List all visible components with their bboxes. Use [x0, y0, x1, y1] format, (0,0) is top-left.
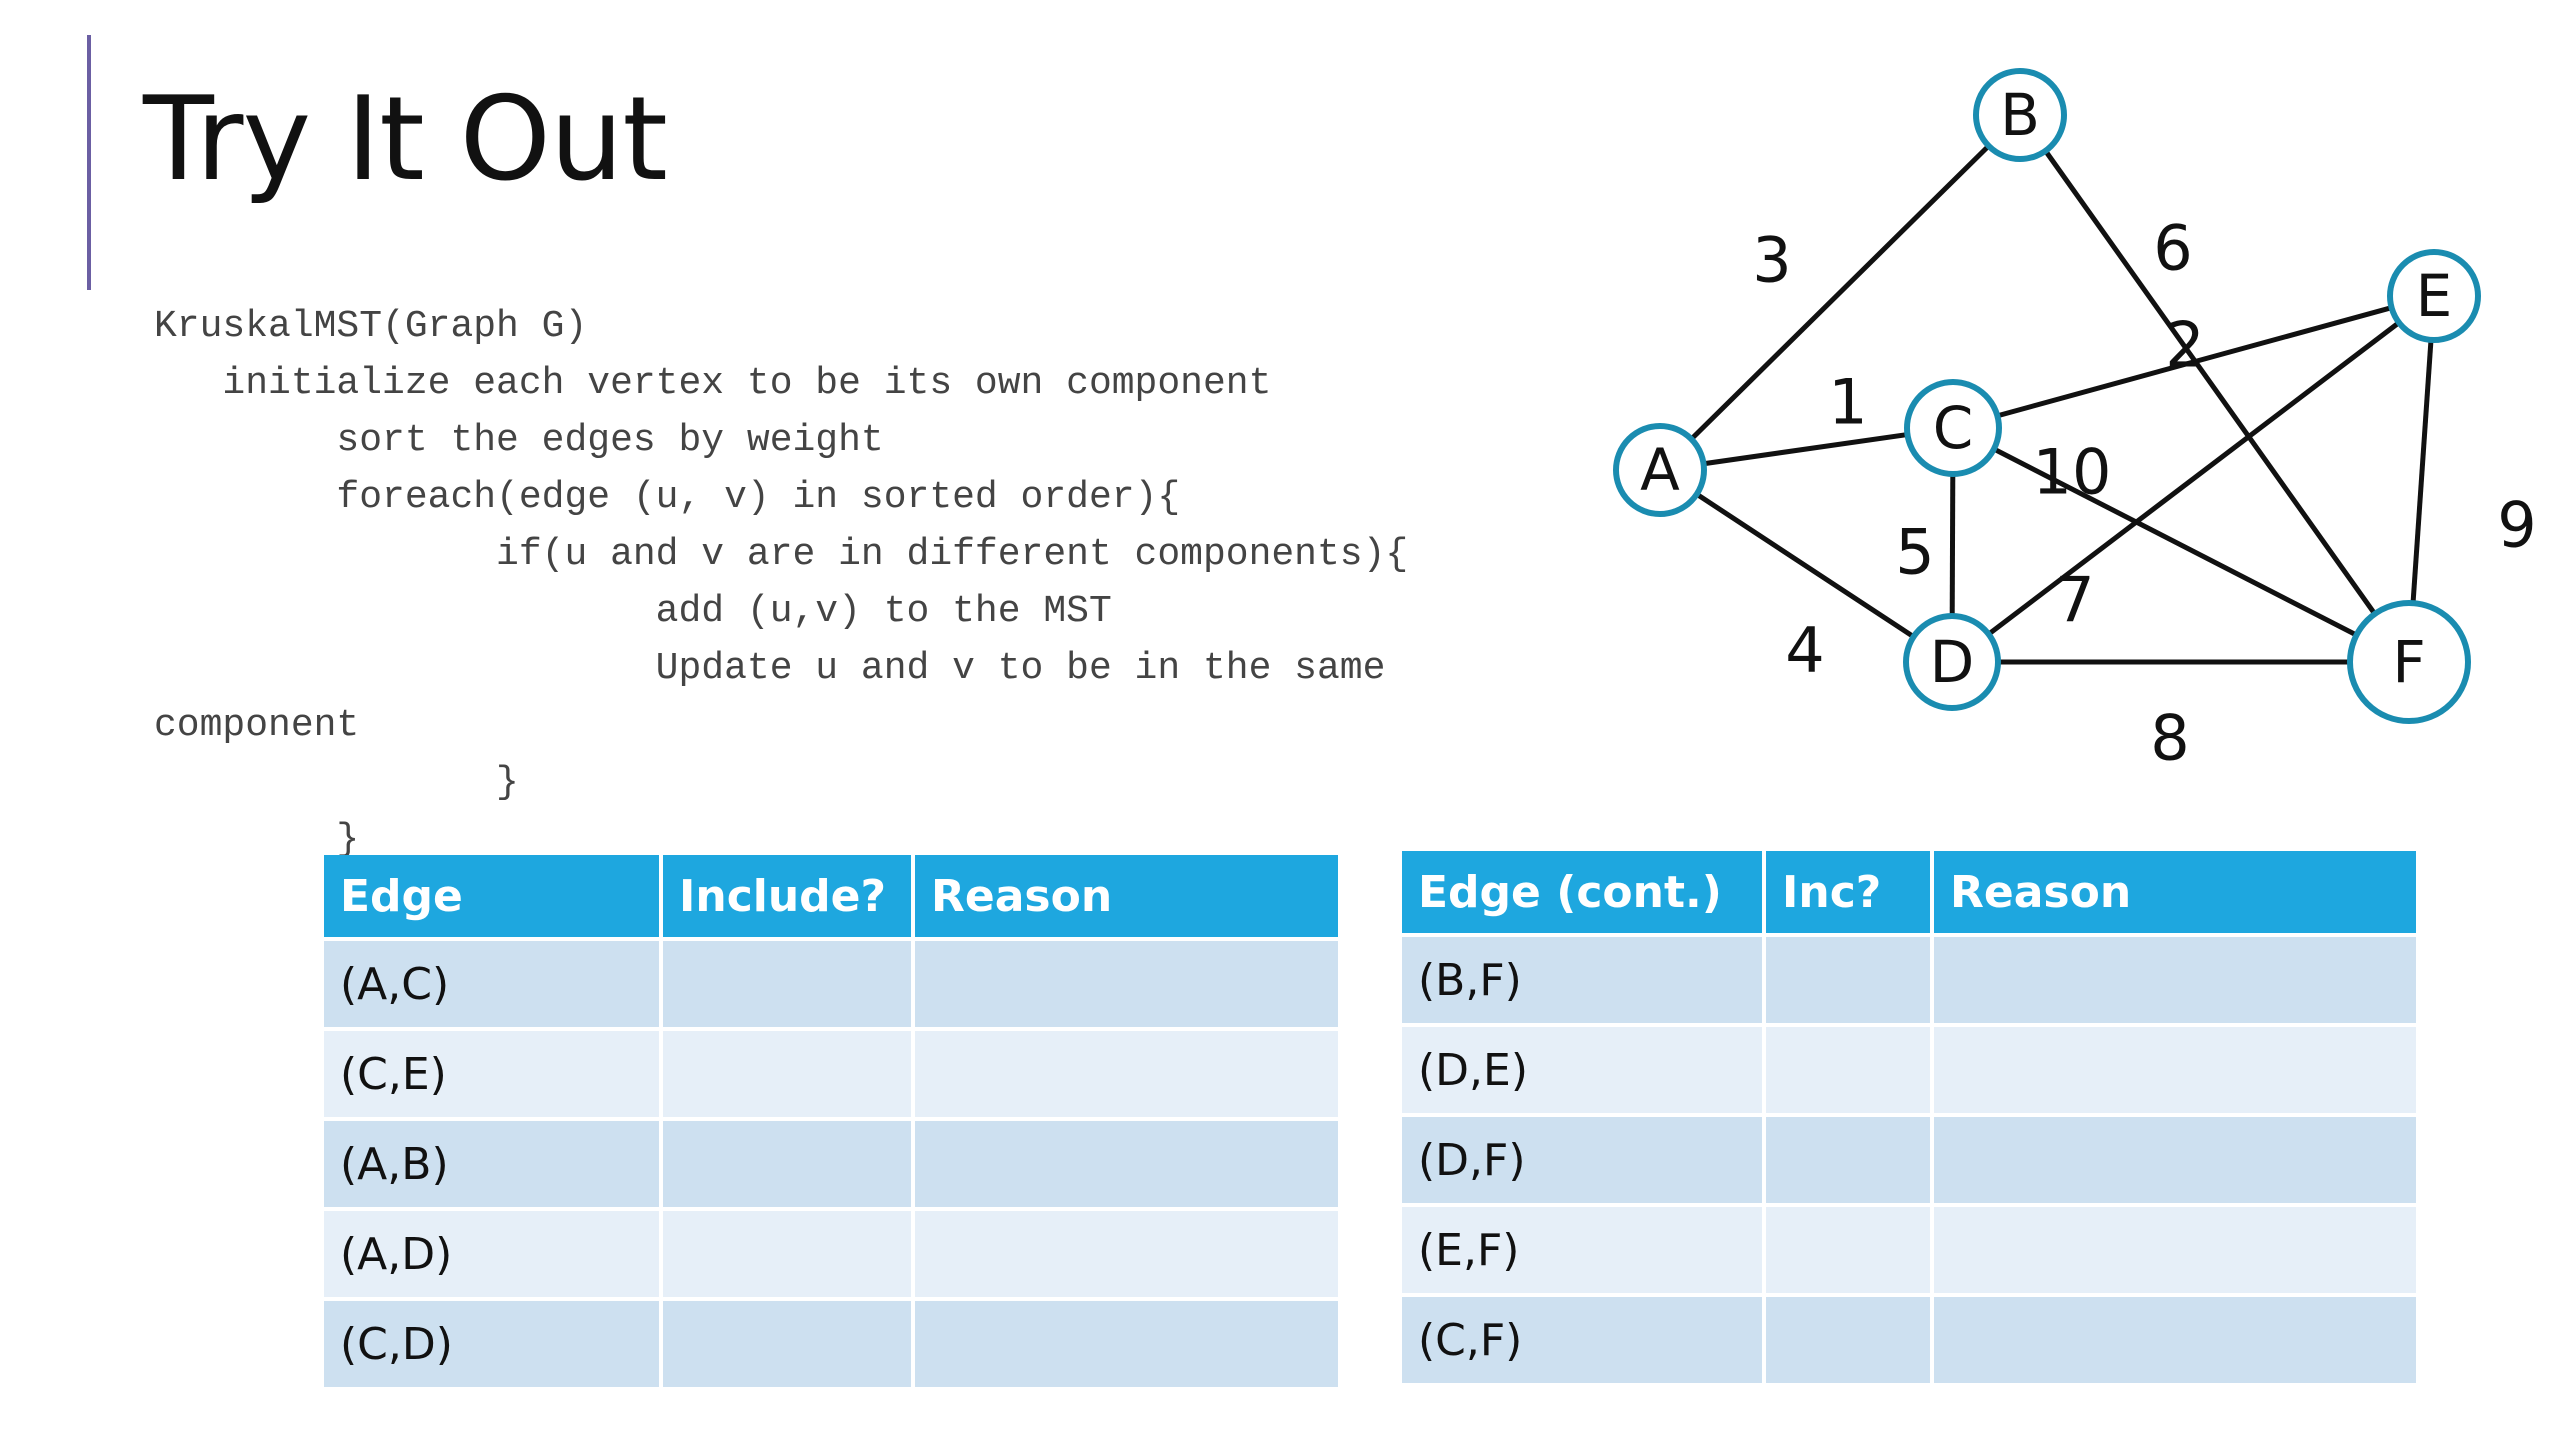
code-line: if(u and v are in different components){	[154, 533, 1409, 576]
graph-node-c	[1904, 379, 2002, 477]
table-header-row: Edge Include? Reason	[324, 855, 1338, 937]
reason-cell[interactable]	[915, 1211, 1338, 1297]
table-row: (E,F)	[1402, 1207, 2416, 1293]
edge-weight-label: 10	[2033, 436, 2112, 509]
table-row: (A,D)	[324, 1211, 1338, 1297]
code-line: }	[154, 761, 519, 804]
code-line: add (u,v) to the MST	[154, 590, 1112, 633]
edge-table-right: Edge (cont.) Inc? Reason (B,F) (D,E) (D,…	[1398, 847, 2420, 1387]
include-cell[interactable]	[663, 1121, 911, 1207]
edge-cell: (C,E)	[324, 1031, 659, 1117]
node-label: B	[2000, 81, 2040, 149]
table-row: (D,F)	[1402, 1117, 2416, 1203]
reason-cell[interactable]	[1934, 1027, 2416, 1113]
node-label: D	[1930, 628, 1975, 696]
include-cell[interactable]	[1766, 937, 1930, 1023]
include-cell[interactable]	[1766, 1117, 1930, 1203]
edge-weight-label: 7	[2055, 564, 2094, 637]
edge-weight-label: 5	[1895, 516, 1934, 589]
reason-cell[interactable]	[915, 1301, 1338, 1387]
pseudocode-block: KruskalMST(Graph G) initialize each vert…	[154, 298, 1408, 868]
reason-cell[interactable]	[1934, 1297, 2416, 1383]
edge-weight-label: 8	[2150, 702, 2189, 771]
table-row: (D,E)	[1402, 1027, 2416, 1113]
table-row: (C,D)	[324, 1301, 1338, 1387]
reason-cell[interactable]	[915, 941, 1338, 1027]
table-row: (A,C)	[324, 941, 1338, 1027]
table-row: (B,F)	[1402, 937, 2416, 1023]
graph-edge-d-e	[1950, 294, 2436, 664]
include-cell[interactable]	[1766, 1207, 1930, 1293]
edge-cell: (A,D)	[324, 1211, 659, 1297]
slide-title: Try It Out	[143, 72, 668, 207]
header-reason: Reason	[915, 855, 1338, 937]
node-label: C	[1933, 394, 1974, 462]
header-reason: Reason	[1934, 851, 2416, 933]
edge-cell: (D,E)	[1402, 1027, 1762, 1113]
edge-cell: (B,F)	[1402, 937, 1762, 1023]
code-line: }	[154, 818, 360, 861]
graph-edge-c-f	[1951, 425, 2411, 665]
code-line: KruskalMST(Graph G)	[154, 305, 588, 348]
title-accent-bar	[87, 35, 91, 290]
edge-cell: (E,F)	[1402, 1207, 1762, 1293]
header-edge-cont: Edge (cont.)	[1402, 851, 1762, 933]
table-header-row: Edge (cont.) Inc? Reason	[1402, 851, 2416, 933]
code-line: initialize each vertex to be its own com…	[154, 362, 1272, 405]
graph-node-e	[2387, 249, 2481, 343]
node-label: F	[2392, 628, 2425, 696]
reason-cell[interactable]	[1934, 937, 2416, 1023]
reason-cell[interactable]	[915, 1121, 1338, 1207]
node-label: A	[1640, 436, 1680, 504]
edge-cell: (C,F)	[1402, 1297, 1762, 1383]
table-row: (A,B)	[324, 1121, 1338, 1207]
graph-node-a	[1613, 423, 1707, 517]
edge-cell: (D,F)	[1402, 1117, 1762, 1203]
node-label: E	[2416, 262, 2453, 330]
code-line: component	[154, 704, 360, 747]
code-line: sort the edges by weight	[154, 419, 884, 462]
graph-node-b	[1973, 68, 2067, 162]
edge-weight-label: 9	[2497, 489, 2536, 562]
graph-edge-b-f	[2017, 113, 2412, 664]
reason-cell[interactable]	[915, 1031, 1338, 1117]
reason-cell[interactable]	[1934, 1117, 2416, 1203]
weighted-graph: 31 4 6 2 5 10 78 9 A B C D E F	[1613, 68, 2537, 771]
include-cell[interactable]	[663, 1211, 911, 1297]
edge-weight-label: 2	[2165, 309, 2204, 382]
edge-cell: (A,B)	[324, 1121, 659, 1207]
header-edge: Edge	[324, 855, 659, 937]
include-cell[interactable]	[1766, 1297, 1930, 1383]
include-cell[interactable]	[663, 1301, 911, 1387]
graph-node-f	[2347, 600, 2471, 724]
edge-cell: (A,C)	[324, 941, 659, 1027]
graph-edge-a-d	[1658, 467, 1954, 665]
edge-cell: (C,D)	[324, 1301, 659, 1387]
include-cell[interactable]	[663, 1031, 911, 1117]
edge-weight-label: 6	[2153, 212, 2192, 285]
edge-weight-label: 3	[1752, 224, 1791, 297]
header-include: Include?	[663, 855, 911, 937]
edge-table-left: Edge Include? Reason (A,C) (C,E) (A,B) (…	[320, 851, 1342, 1391]
code-line: foreach(edge (u, v) in sorted order){	[154, 476, 1181, 519]
graph-node-d	[1903, 613, 2001, 711]
include-cell[interactable]	[1766, 1027, 1930, 1113]
header-inc: Inc?	[1766, 851, 1930, 933]
table-row: (C,E)	[324, 1031, 1338, 1117]
edge-weight-label: 1	[1828, 366, 1867, 439]
code-line: Update u and v to be in the same	[154, 647, 1386, 690]
graph-edge-a-b	[1658, 113, 2022, 472]
edge-weight-label: 4	[1785, 614, 1824, 687]
graph-edge-a-c	[1659, 425, 1954, 473]
include-cell[interactable]	[663, 941, 911, 1027]
table-row: (C,F)	[1402, 1297, 2416, 1383]
graph-edge-c-e	[1952, 293, 2435, 431]
reason-cell[interactable]	[1934, 1207, 2416, 1293]
